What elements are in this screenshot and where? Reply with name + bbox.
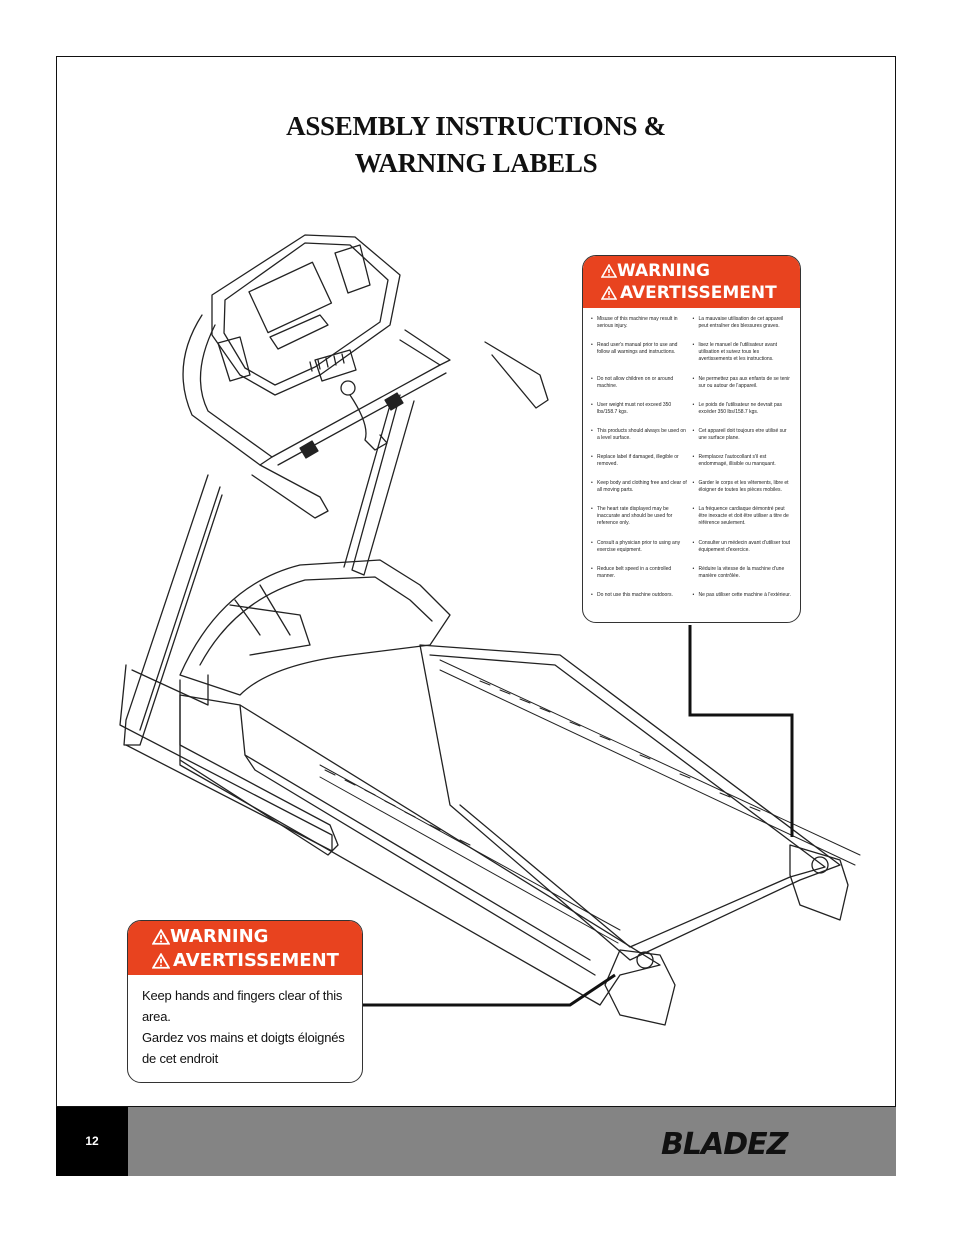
list-item: •La mauvaise utilisation de cet appareil… xyxy=(692,316,784,330)
warning-heading-en: WARNING xyxy=(170,926,269,947)
list-item: •Do not allow children on or around mach… xyxy=(591,376,674,390)
treadmill-illustration xyxy=(119,234,861,1026)
warning-triangle-icon xyxy=(601,264,617,278)
list-item: •Ne permettez pas aux enfants de se teni… xyxy=(692,376,790,390)
list-item: •lisez le manuel de l'utilisateur avant … xyxy=(692,342,778,363)
list-item: •La fréquence cardiaque démontré peut êt… xyxy=(692,506,789,527)
warning-heading-en: WARNING xyxy=(617,261,710,281)
warning-items-en: •Misuse of this machine may result in se… xyxy=(591,316,693,610)
warning-label-large: WARNING AVERTISSEMENT •Misuse of this ma… xyxy=(582,255,801,623)
list-item: •Keep body and clothing free and clear o… xyxy=(591,480,687,494)
list-item: •Ne pas utiliser cette machine à l'extér… xyxy=(692,592,791,598)
warning-heading-fr: AVERTISSEMENT xyxy=(620,283,777,303)
list-item: •User weight must not exceed 350 lbs/158… xyxy=(591,402,672,416)
warning-triangle-icon xyxy=(152,929,170,945)
list-item: •Misuse of this machine may result in se… xyxy=(591,316,678,330)
list-item: •Replace label if damaged, illegible or … xyxy=(591,454,679,468)
list-item: •Consulter un médecin avant d'utiliser t… xyxy=(692,540,791,554)
list-item: •Remplacez l'autocollant s'il est endomm… xyxy=(692,454,776,468)
warning-heading-fr: AVERTISSEMENT xyxy=(173,950,339,971)
list-item: •Garder le corps et les vêtements, libre… xyxy=(692,480,789,494)
list-item: •Read user's manual prior to use and fol… xyxy=(591,342,678,356)
warning-text-fr: Gardez vos mains et doigts éloignés de c… xyxy=(142,1030,345,1066)
warning-triangle-icon xyxy=(152,953,170,969)
list-item: •Do not use this machine outdoors. xyxy=(591,592,673,598)
warning-triangle-icon xyxy=(601,286,617,300)
warning-items-fr: •La mauvaise utilisation de cet appareil… xyxy=(693,316,795,610)
brand-logo-text: BLADEZ xyxy=(661,1127,790,1161)
list-item: •Reduce belt speed in a controlled manne… xyxy=(591,566,672,580)
list-item: •Réduire la vitesse de la machine d'une … xyxy=(692,566,785,580)
footer-bar: BLADEZ xyxy=(128,1107,896,1176)
page-title-line-2: WARNING LABELS xyxy=(354,148,598,178)
warning-label-large-body: •Misuse of this machine may result in se… xyxy=(583,308,800,610)
list-item: •The heart rate displayed may be inaccur… xyxy=(591,506,673,527)
list-item: •Consult a physician prior to using any … xyxy=(591,540,681,554)
list-item: •Cet appareil doit toujours etre utilisé… xyxy=(692,428,787,442)
warning-label-small: WARNING AVERTISSEMENT Keep hands and fin… xyxy=(127,920,363,1083)
warning-label-small-header: WARNING AVERTISSEMENT xyxy=(128,921,362,975)
page-title: ASSEMBLY INSTRUCTIONS & WARNING LABELS xyxy=(56,108,896,182)
warning-label-small-body: Keep hands and fingers clear of this are… xyxy=(128,975,362,1069)
warning-label-large-header: WARNING AVERTISSEMENT xyxy=(583,256,800,308)
warning-text-en: Keep hands and fingers clear of this are… xyxy=(142,988,343,1024)
list-item: •Le poids de l'utilisateur ne devrait pa… xyxy=(692,402,783,416)
brand-logo: BLADEZ xyxy=(661,1127,791,1161)
page-number: 12 xyxy=(56,1107,128,1176)
page-title-line-1: ASSEMBLY INSTRUCTIONS & xyxy=(286,111,666,141)
list-item: •This products should always be used on … xyxy=(591,428,686,442)
page-footer: 12 BLADEZ xyxy=(56,1106,896,1176)
